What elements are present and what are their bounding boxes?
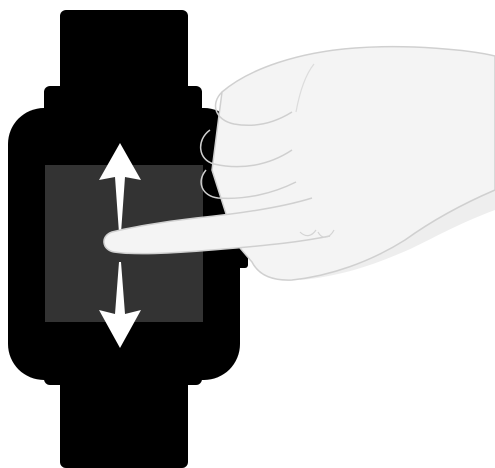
swipe-gesture-illustration (0, 0, 495, 468)
